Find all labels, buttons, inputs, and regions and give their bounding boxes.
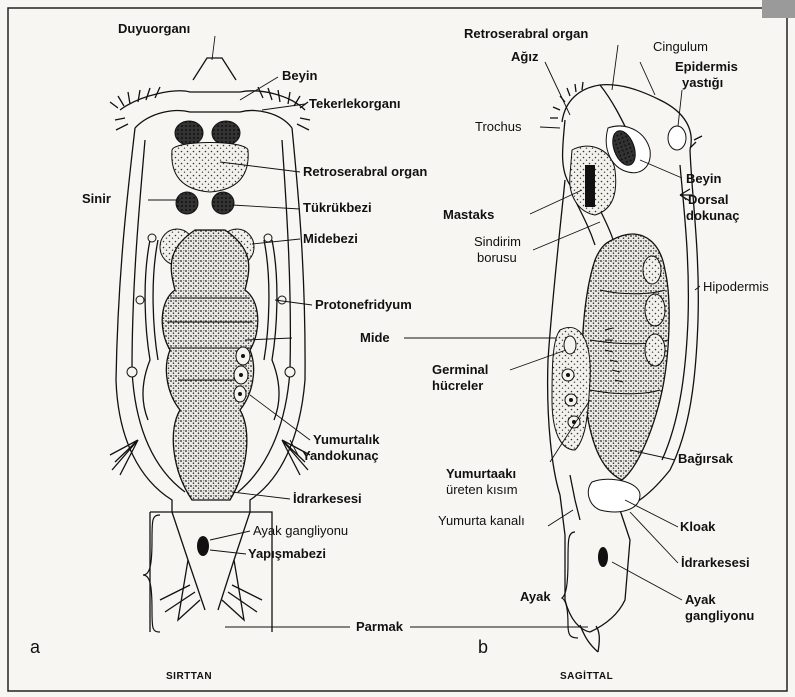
label-ayak-gangliyonu-a: Ayak gangliyonu	[253, 524, 348, 538]
panel-a-salivary-left	[176, 192, 198, 214]
label-protonefridyum: Protonefridyum	[315, 298, 412, 312]
label-dokunac: dokunaç	[686, 209, 739, 223]
label-hipodermis: Hipodermis	[703, 280, 769, 294]
label-mide: Mide	[360, 331, 390, 345]
label-sindirim: Sindirim	[474, 235, 521, 249]
panel-a-pedal-ganglion	[197, 536, 209, 556]
panel-a-brain-left	[175, 121, 203, 145]
label-yapismabezi: Yapışmabezi	[248, 547, 326, 561]
label-ayak-b: Ayak	[520, 590, 551, 604]
label-tekerlekorgani: Tekerlekorganı	[309, 97, 401, 111]
panel-a-foot-brace	[143, 515, 160, 632]
panel-b-bladder	[588, 479, 640, 512]
label-beyin-b: Beyin	[686, 172, 721, 186]
panel-b-letter: b	[478, 637, 488, 657]
label-epidermis: Epidermis	[675, 60, 738, 74]
panel-b-view: SAGİTTAL	[560, 670, 613, 684]
label-borusu: borusu	[477, 251, 517, 265]
label-ayak-gangliyonu-b-line1: Ayak	[685, 593, 716, 607]
label-bagirsak: Bağırsak	[678, 452, 733, 466]
label-idrarkesesi-a: İdrarkesesi	[293, 492, 362, 506]
label-mastaks: Mastaks	[443, 208, 494, 222]
panel-a-view: SIRTTAN	[166, 670, 212, 684]
label-retroserabral-a: Retroserabral organ	[303, 165, 427, 179]
panel-b-pedal-ganglion	[598, 547, 608, 567]
label-duyuorgani: Duyuorganı	[118, 22, 190, 36]
label-dorsal: Dorsal	[688, 193, 728, 207]
label-midebezi: Midebezi	[303, 232, 358, 246]
label-sinir: Sinir	[82, 192, 111, 206]
panel-b-epidermis-pad	[668, 126, 686, 150]
panel-a-retrocerebral	[172, 143, 248, 193]
label-ayak-gangliyonu-b-line2: gangliyonu	[685, 609, 754, 623]
label-beyin-a: Beyin	[282, 69, 317, 83]
label-ureten-kisim: üreten kısım	[446, 483, 518, 497]
panel-a-salivary-right	[212, 192, 234, 214]
label-yumurta-kanali: Yumurta kanalı	[438, 514, 525, 528]
label-yumurtaaki: Yumurtaakı	[446, 467, 516, 481]
label-idrarkesesi-b: İdrarkesesi	[681, 556, 750, 570]
corner-tab	[762, 0, 795, 18]
label-trochus: Trochus	[475, 120, 521, 134]
label-agiz: Ağız	[511, 50, 538, 64]
label-retroserabral-b: Retroserabral organ	[464, 27, 588, 41]
panel-a-letter: a	[30, 637, 40, 657]
label-hucreler: hücreler	[432, 379, 483, 393]
label-kloak: Kloak	[680, 520, 715, 534]
label-cingulum: Cingulum	[653, 40, 708, 54]
label-yumurtalik: Yumurtalık	[313, 433, 379, 447]
label-yastigi: yastığı	[682, 76, 723, 90]
label-parmak: Parmak	[356, 620, 403, 634]
label-germinal: Germinal	[432, 363, 488, 377]
label-tukrukbezi: Tükrükbezi	[303, 201, 372, 215]
panel-a-brain-right	[212, 121, 240, 145]
label-yandokunac: Yandokunaç	[302, 449, 379, 463]
